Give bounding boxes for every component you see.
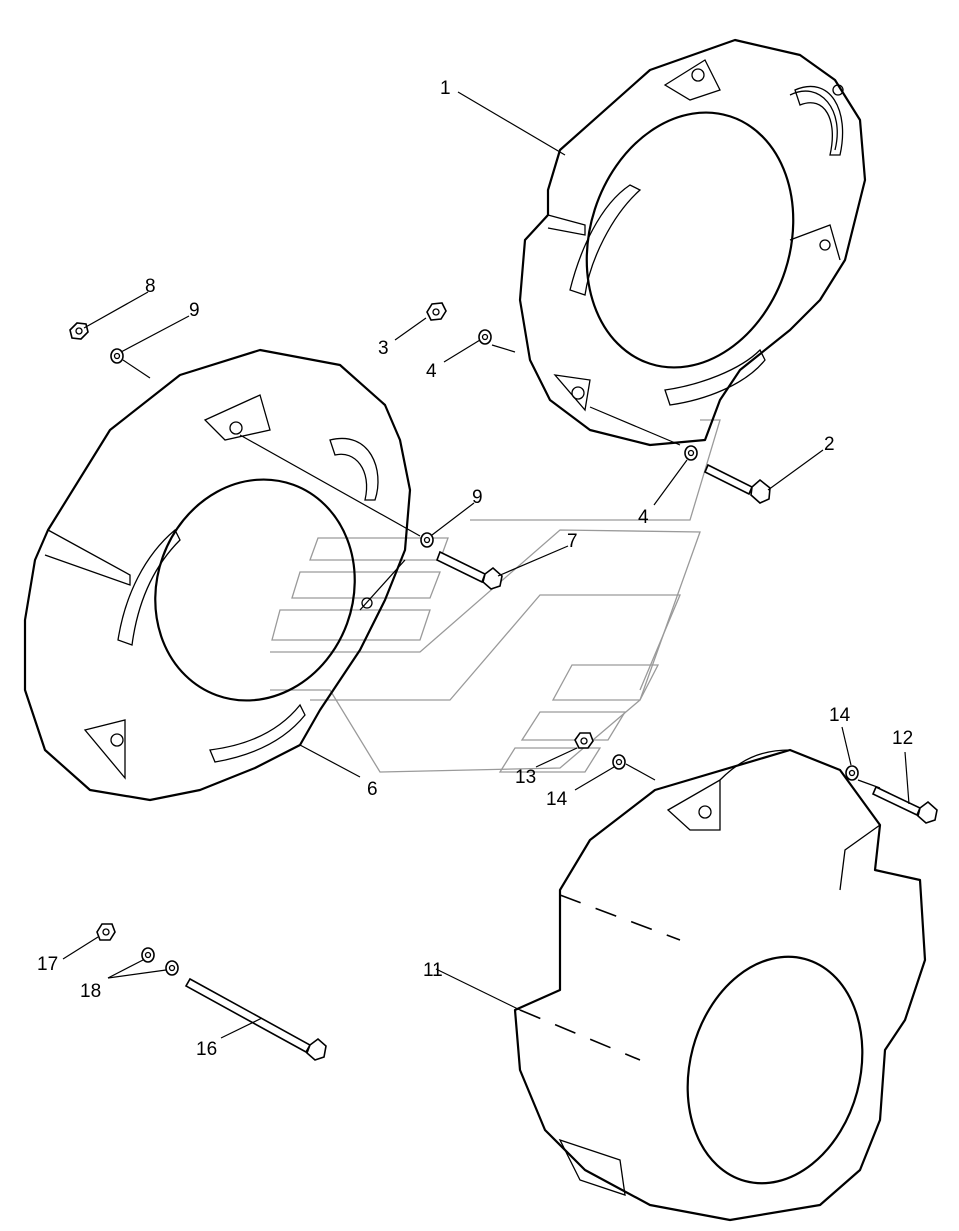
hardware-12-bolt: [871, 785, 938, 824]
callout-6: 6: [367, 779, 378, 800]
hardware-16-long-bolt: [184, 977, 327, 1061]
callout-2: 2: [824, 434, 835, 455]
leader-lines: [62, 91, 910, 1039]
hardware-4-washer-upper: [478, 329, 492, 345]
callout-8: 8: [145, 276, 156, 297]
callout-1: 1: [440, 78, 451, 99]
hardware-9-washer-upper: [110, 348, 124, 364]
callout-14-right: 14: [829, 705, 851, 726]
callout-11: 11: [423, 960, 443, 981]
wheel-weight-1: [518, 38, 867, 447]
hardware-18-washer-b: [165, 960, 179, 976]
callout-16: 16: [196, 1039, 217, 1060]
ghost-logo-outline: [270, 419, 721, 773]
callout-7: 7: [567, 531, 578, 552]
callouts: 1 2 3 4 4 6 7 8 9 9 11 12 13 14 14 16 17…: [37, 78, 913, 1060]
callout-4-upper: 4: [426, 361, 437, 382]
hardware-14-washer-left: [612, 754, 626, 770]
callout-18: 18: [80, 981, 101, 1002]
wheel-weight-11: [513, 748, 927, 1222]
callout-9-upper: 9: [189, 300, 200, 321]
hardware-2-bolt: [703, 463, 771, 504]
hardware-9-washer-lower: [420, 532, 434, 548]
callout-14-left: 14: [546, 789, 568, 810]
hardware-14-washer-right: [845, 765, 859, 781]
hardware-13-nut: [574, 732, 594, 749]
callout-17: 17: [37, 954, 58, 975]
callout-12: 12: [892, 728, 913, 749]
hardware-8-nut: [69, 322, 89, 340]
hardware-3-nut: [426, 302, 447, 321]
callout-3: 3: [378, 338, 389, 359]
hardware-7-bolt: [435, 550, 503, 590]
callout-4-lower: 4: [638, 507, 649, 528]
hardware-18-washer-a: [141, 947, 155, 963]
callout-9-lower: 9: [472, 487, 483, 508]
hardware-17-nut: [96, 923, 116, 941]
callout-13: 13: [515, 767, 536, 788]
hardware-4-washer-lower: [684, 445, 698, 461]
wheel-weight-6: [23, 348, 412, 802]
